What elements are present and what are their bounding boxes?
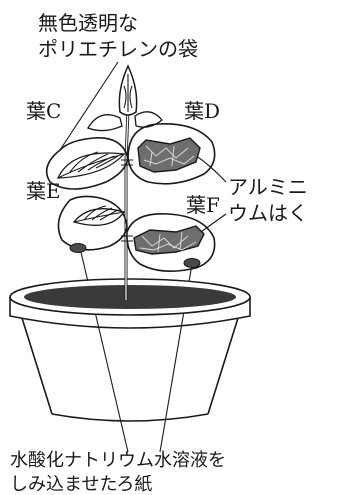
bag-leaf-d — [127, 123, 216, 185]
bag-leaf-e — [57, 195, 128, 253]
flower-pot — [9, 278, 251, 422]
aluminum-foil-f — [133, 225, 205, 255]
paper-label-line2: しみ込ませたろ紙 — [10, 474, 152, 495]
filter-paper-f — [183, 258, 201, 268]
leaf-e-label: 葉E — [26, 179, 61, 203]
bag-leaf-f — [126, 213, 216, 272]
top-bud — [118, 64, 138, 116]
bag-leaf-c — [45, 137, 129, 190]
leaf-c-label: 葉C — [26, 99, 61, 123]
paper-label-line1: 水酸化ナトリウム水溶液を — [10, 450, 226, 471]
small-leaf-right — [134, 111, 163, 128]
bag-label-line2: ポリエチレンの袋 — [38, 37, 198, 61]
foil-label-line1: アルミニ — [228, 175, 308, 199]
leaf-d-label: 葉D — [184, 99, 220, 123]
leaf-f-label: 葉F — [186, 193, 220, 217]
foil-pointer-lower — [197, 213, 227, 235]
filter-paper-e — [69, 243, 87, 253]
small-leaf-left — [87, 114, 123, 132]
aluminum-foil-d — [137, 137, 201, 173]
bag-pointer-line — [59, 61, 119, 151]
foil-label-line2: ウムはく — [228, 201, 308, 225]
bag-label-line1: 無色透明な — [38, 11, 138, 35]
